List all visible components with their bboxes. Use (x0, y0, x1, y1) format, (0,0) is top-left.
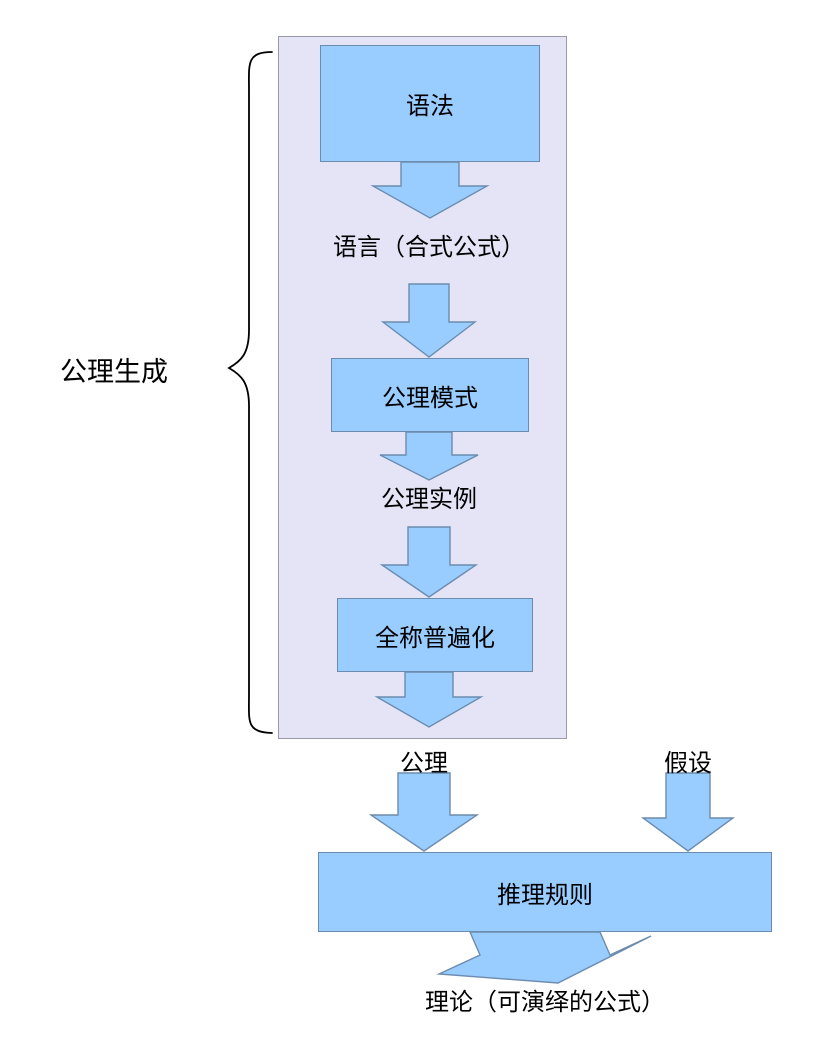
node-universal-generalization: 全称普遍化 (337, 598, 533, 672)
node-inference-rules: 推理规则 (318, 852, 772, 932)
curly-brace-icon (227, 51, 273, 734)
label-axiom-instance: 公理实例 (381, 487, 477, 513)
arrow-inference-rules-to-theory-icon (436, 931, 652, 984)
label-axiom: 公理 (400, 751, 448, 777)
arrow-axiom-instance-to-universal-generalization-icon (379, 526, 479, 598)
label-hypothesis: 假设 (664, 751, 712, 777)
arrow-language-to-axiom-schema-icon (380, 283, 478, 358)
label-language: 语言（合式公式） (333, 235, 525, 261)
label-theory: 理论（可演绎的公式） (425, 990, 665, 1016)
node-universal-generalization-label: 全称普遍化 (375, 625, 495, 652)
node-axiom-schema-label: 公理模式 (382, 385, 478, 412)
arrow-grammar-to-language-icon (370, 161, 490, 219)
arrow-axiom-to-inference-rules-icon (368, 772, 480, 852)
label-axiom-generation: 公理生成 (60, 357, 168, 387)
node-grammar: 语法 (320, 45, 540, 162)
node-grammar-label: 语法 (406, 94, 454, 120)
arrow-universal-generalization-to-axiom-icon (374, 671, 484, 728)
node-inference-rules-label: 推理规则 (497, 882, 593, 909)
arrow-hypothesis-to-inference-rules-icon (640, 772, 736, 852)
node-axiom-schema: 公理模式 (331, 358, 529, 432)
arrow-axiom-schema-to-axiom-instance-icon (379, 431, 479, 481)
